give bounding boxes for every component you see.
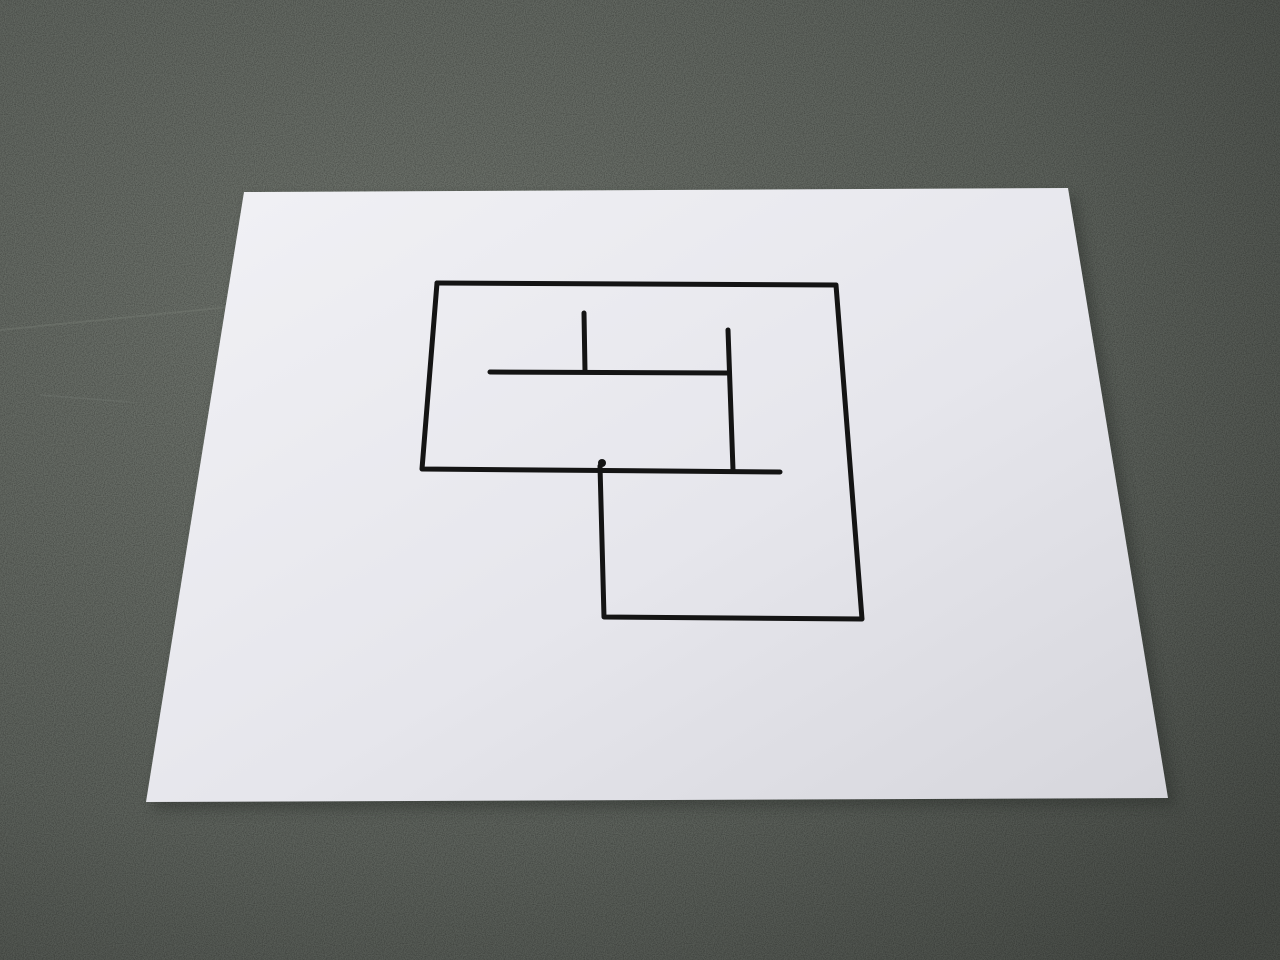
maze-outer-wall <box>434 280 865 622</box>
maze-left-wall <box>419 280 783 475</box>
maze-middle-wall <box>487 369 730 376</box>
hand-drawn-maze <box>419 280 865 622</box>
ink-blot <box>598 459 606 467</box>
table-scratch <box>39 394 131 403</box>
maze-right-divider <box>725 327 736 473</box>
maze-short-divider <box>581 310 588 374</box>
paper-sheet <box>146 188 1168 802</box>
